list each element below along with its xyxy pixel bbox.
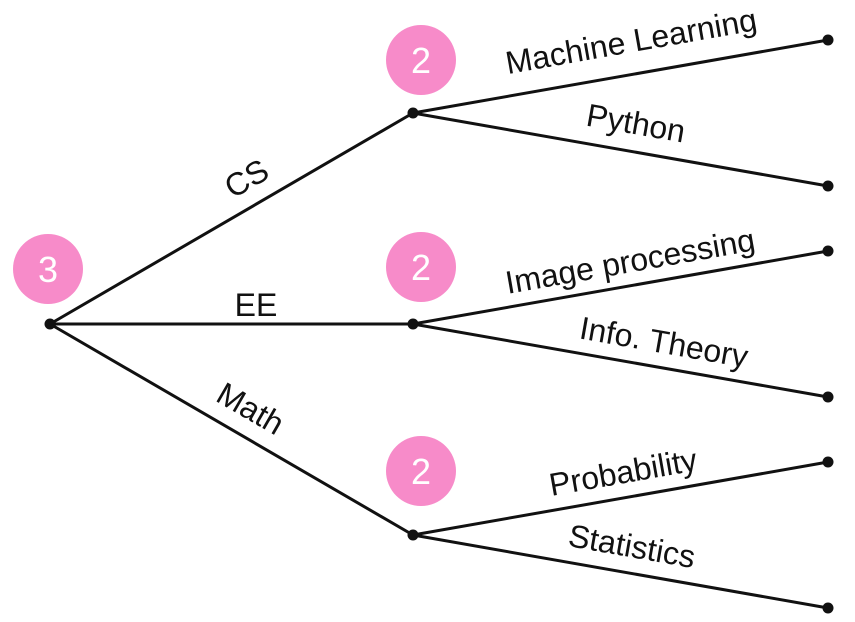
cs-badge-circle [386, 25, 456, 95]
edge-ee-image-processing [411, 249, 830, 326]
root-node [44, 318, 56, 330]
edge-math-probability [411, 460, 830, 537]
edge-math-statistics [411, 533, 830, 610]
root-badge-circle [13, 234, 83, 304]
branch-label-math: Math [211, 375, 291, 442]
leaf-label-python: Python [584, 97, 688, 150]
ee-badge-circle [386, 232, 456, 302]
ee-badge-value: 2 [411, 247, 431, 288]
edge-cs-machine-learning [411, 38, 830, 115]
branch-label-ee: EE [235, 287, 278, 323]
edge-ee-info-theory [411, 322, 830, 399]
edge-cs-python [411, 111, 830, 188]
leaf-node-python [822, 180, 834, 192]
leaf-node-probability [822, 456, 834, 468]
root-badge-value: 3 [38, 249, 58, 290]
cs-badge-value: 2 [411, 40, 431, 81]
leaf-node-image-processing [822, 245, 834, 257]
math-badge-value: 2 [411, 451, 431, 492]
branch-node-ee [407, 318, 419, 330]
branch-node-cs [407, 107, 419, 119]
branch-node-math [407, 529, 419, 541]
leaf-label-probability: Probability [546, 441, 699, 502]
edge-root-cs [48, 111, 415, 326]
math-count-badge: 2 [386, 436, 456, 506]
math-badge-circle [386, 436, 456, 506]
ee-count-badge: 2 [386, 232, 456, 302]
leaf-label-info-theory: Info. Theory [577, 310, 751, 375]
leaf-node-info-theory [822, 391, 834, 403]
root-count-badge: 3 [13, 234, 83, 304]
leaf-label-image-processing: Image processing [503, 222, 758, 301]
edge-root-math [48, 322, 415, 537]
leaf-node-statistics [822, 602, 834, 614]
cs-count-badge: 2 [386, 25, 456, 95]
leaf-node-machine-learning [822, 34, 834, 46]
leaf-label-machine-learning: Machine Learning [503, 1, 760, 81]
